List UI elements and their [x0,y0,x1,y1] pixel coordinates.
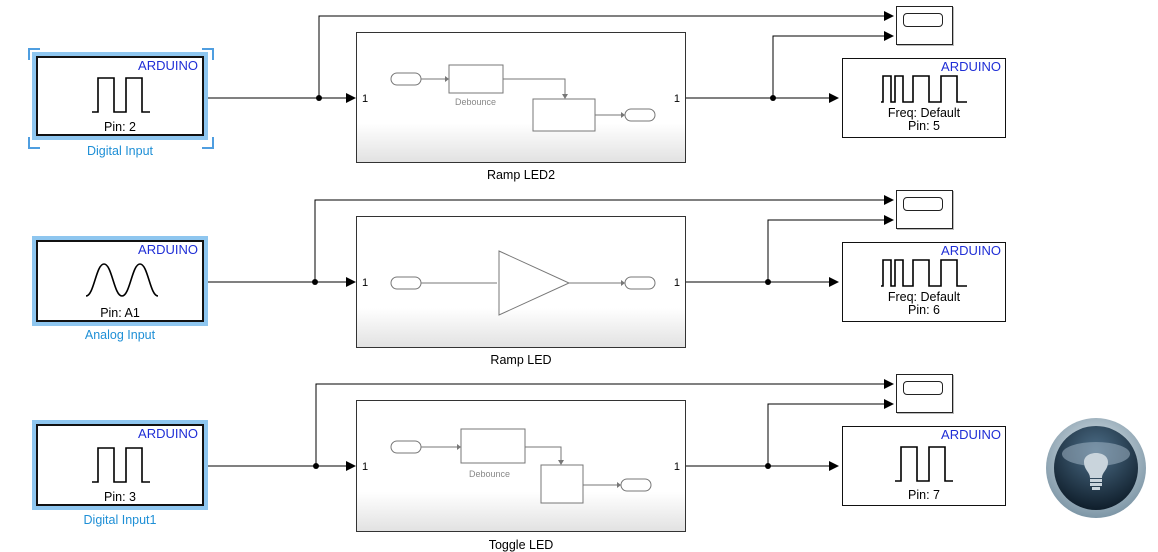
scope-screen-icon [903,381,943,395]
branch-point [765,463,771,469]
digital-input-block[interactable]: ARDUINO Pin: 2 [32,52,208,140]
pin-label: Pin: 5 [908,119,940,133]
square-wave-icon [92,447,150,483]
analog-input-block[interactable]: ARDUINO Pin: A1 [32,236,208,326]
scope-screen-icon [903,197,943,211]
selection-corner [28,137,40,149]
ramp-led-subsystem[interactable]: 1 1 [356,216,686,348]
ramp-led2-subsystem[interactable]: 1 1 Debounce [356,32,686,163]
in-port-label: 1 [362,277,369,289]
square-wave-icon [92,77,150,113]
branch-point [770,95,776,101]
scope-block[interactable] [896,374,953,413]
inner-block-label: Debounce [455,97,497,107]
subsystem-caption[interactable]: Ramp LED2 [486,168,556,182]
in-port-label: 1 [362,461,369,473]
arduino-tag: ARDUINO [941,59,1001,74]
signal-line [772,31,894,98]
branch-point [313,463,319,469]
subsystem-caption[interactable]: Ramp LED [490,353,552,367]
toggle-led-subsystem[interactable]: 1 1 Debounce [356,400,686,532]
scope-block[interactable] [896,6,953,45]
freq-label: Freq: Default [887,106,961,120]
block-caption[interactable]: Analog Input [84,328,156,342]
signal-line [767,399,894,466]
subsystem-preview [390,64,656,132]
pwm-wave-icon [881,75,967,103]
pin-label: Pin: 7 [908,488,940,502]
arduino-tag: ARDUINO [138,426,198,441]
freq-label: Freq: Default [887,290,961,304]
signal-line [318,11,894,98]
branch-point [316,95,322,101]
pwm-output-block[interactable]: ARDUINO Freq: Default Pin: 6 [842,242,1006,322]
out-port-label: 1 [673,93,680,105]
selection-corner [202,137,214,149]
branch-point [312,279,318,285]
scope-screen-icon [903,13,943,27]
digital-output-block[interactable]: ARDUINO Pin: 7 [842,426,1006,506]
arduino-tag: ARDUINO [138,242,198,257]
selection-corner [202,48,214,60]
led-lamp-icon[interactable] [1044,416,1148,520]
in-port-label: 1 [362,93,369,105]
pin-label: Pin: A1 [100,306,140,320]
out-port-label: 1 [673,277,680,289]
subsystem-preview [390,250,656,316]
scope-block[interactable] [896,190,953,229]
selection-corner [28,48,40,60]
pin-label: Pin: 3 [104,490,136,504]
pin-label: Pin: 2 [104,120,136,134]
out-port-label: 1 [673,461,680,473]
pin-label: Pin: 6 [908,303,940,317]
signal-line [314,195,894,282]
arduino-tag: ARDUINO [941,243,1001,258]
arduino-tag: ARDUINO [138,58,198,73]
inner-block-label: Debounce [469,469,511,479]
sine-wave-icon [85,263,159,297]
digital-input1-block[interactable]: ARDUINO Pin: 3 [32,420,208,510]
signal-line [315,379,894,466]
pwm-wave-icon [881,259,967,287]
arduino-tag: ARDUINO [941,427,1001,442]
square-wave-icon [895,446,953,482]
pwm-output-block[interactable]: ARDUINO Freq: Default Pin: 5 [842,58,1006,138]
block-caption[interactable]: Digital Input1 [83,513,157,527]
subsystem-preview [390,428,652,504]
signal-line [767,215,894,282]
branch-point [765,279,771,285]
block-caption[interactable]: Digital Input [86,144,153,158]
subsystem-caption[interactable]: Toggle LED [488,538,554,552]
